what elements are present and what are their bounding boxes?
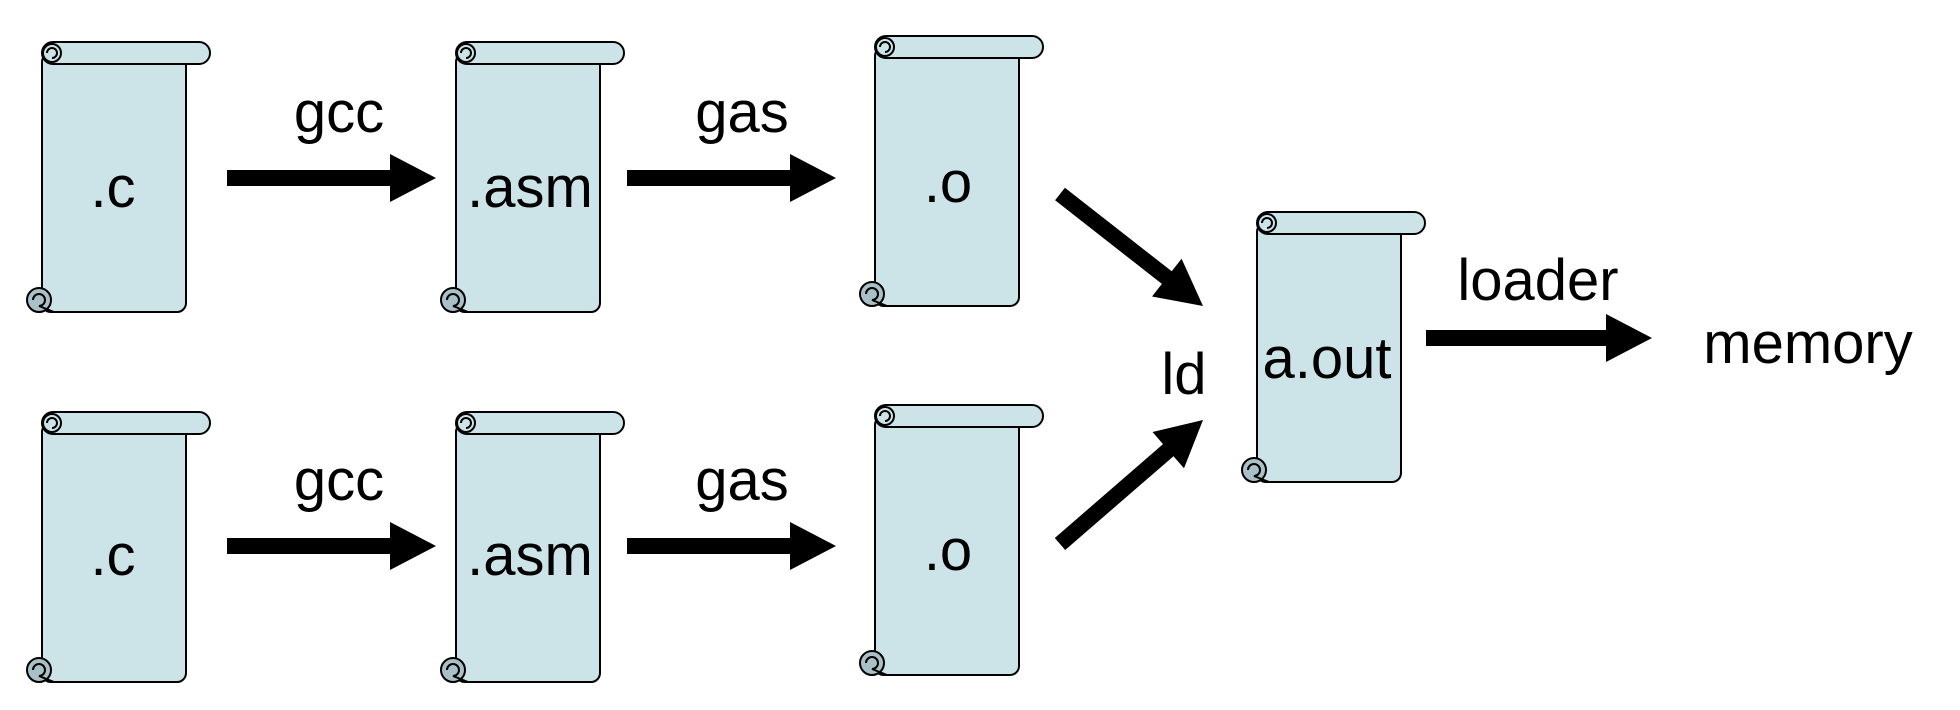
scroll-c-bottom [26,411,211,683]
arrow-shape [1426,314,1652,362]
scroll-top-curl [42,43,62,63]
file-label-aout: a.out [1263,326,1392,391]
edge-label-gcc-bottom: gcc [294,448,384,513]
file-label-asm-bottom: .asm [467,523,593,588]
scroll-top-curl-swirl [460,47,472,59]
scroll-top-roll [455,41,625,65]
scroll-top-curl [42,413,62,433]
scroll-top-curl [456,43,476,63]
scroll-top-curl-swirl [879,410,891,422]
scroll-top-curl-swirl [879,41,891,53]
arrow-shape [627,522,836,570]
edge-label-gas-bottom: gas [695,448,789,513]
scroll-top-roll [41,41,211,65]
scroll-top-roll [874,404,1044,428]
arrow-loader [1426,314,1652,362]
file-scrolls [26,35,1426,683]
scroll-top-roll [455,411,625,435]
scroll-bottom-curl-swirl [446,293,469,313]
edge-label-gas-top: gas [695,80,789,145]
scroll-o-top [859,35,1044,307]
arrow-gcc-top [227,154,436,202]
edge-label-ld: ld [1161,342,1206,407]
scroll-bottom-curl-swirl [865,656,888,676]
edge-label-gcc-top: gcc [294,80,384,145]
scroll-top-curl-swirl [46,417,58,429]
scroll-bottom-curl [859,281,885,307]
scroll-o-bottom [859,404,1044,676]
scroll-bottom-curl [440,287,466,313]
scroll-top-roll [41,411,211,435]
scroll-asm-bottom [440,411,625,683]
scroll-bottom-curl-swirl [32,293,55,313]
arrow-shape [227,154,436,202]
scroll-bottom-curl [26,657,52,683]
file-label-c-top: .c [90,155,135,220]
scroll-top-curl [1257,213,1277,233]
arrow-gcc-bottom [227,522,436,570]
arrow-shape [227,522,436,570]
arrow-shape [1055,187,1203,306]
scroll-asm-top [440,41,625,313]
scroll-bottom-curl-swirl [32,663,55,683]
scroll-bottom-curl [440,657,466,683]
scroll-top-roll [874,35,1044,59]
edge-label-loader: loader [1457,248,1618,313]
scroll-bottom-curl [1241,457,1267,483]
arrows [227,154,1652,570]
arrow-gas-bottom [627,522,836,570]
scroll-bottom-curl-swirl [446,663,469,683]
scroll-top-roll [1256,211,1426,235]
scroll-top-curl-swirl [46,47,58,59]
scroll-bottom-curl [859,650,885,676]
scroll-top-curl [456,413,476,433]
scroll-bottom-curl-swirl [865,287,888,307]
file-label-c-bottom: .c [90,523,135,588]
arrow-o-bottom-to-ld [1054,420,1203,550]
scroll-top-curl [875,37,895,57]
scroll-bottom-curl-swirl [1247,463,1270,483]
arrow-shape [627,154,836,202]
arrow-gas-top [627,154,836,202]
file-label-asm-top: .asm [467,155,593,220]
scroll-top-curl [875,406,895,426]
scroll-bottom-curl [26,287,52,313]
scroll-c-top [26,41,211,313]
arrow-shape [1054,420,1203,550]
target-memory: memory [1703,311,1912,376]
scroll-top-curl-swirl [1261,217,1273,229]
scroll-aout [1241,211,1426,483]
scroll-top-curl-swirl [460,417,472,429]
file-label-o-bottom: .o [924,518,972,583]
file-label-o-top: .o [924,150,972,215]
arrow-o-top-to-ld [1055,187,1203,306]
